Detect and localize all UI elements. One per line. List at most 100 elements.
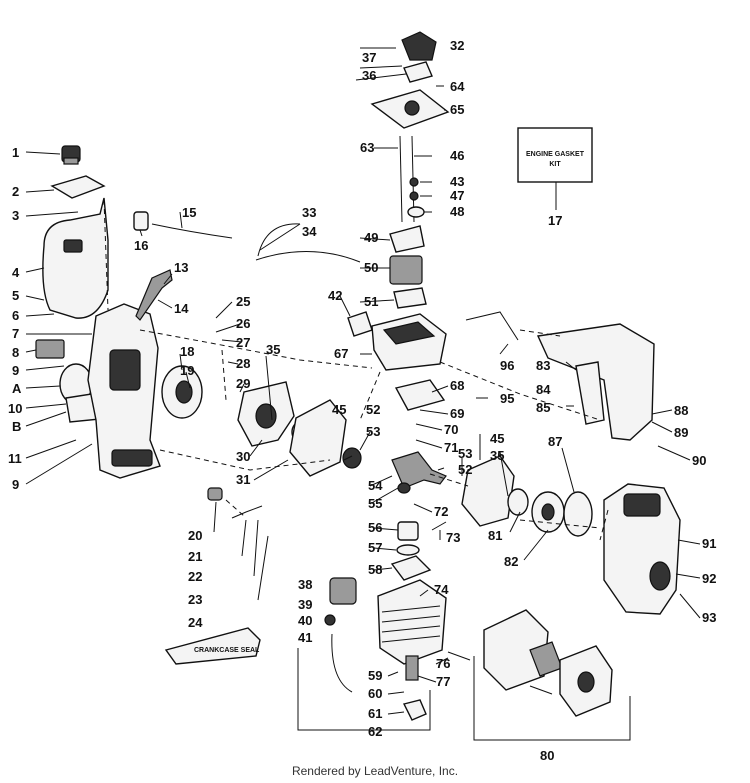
callout-45b: 45	[490, 431, 504, 446]
callout-14: 14	[174, 301, 189, 316]
housing-foot-part	[111, 449, 153, 467]
callout-60: 60	[368, 686, 382, 701]
callout-30: 30	[236, 449, 250, 464]
spark-plug-part	[405, 655, 419, 681]
callout-61: 61	[368, 706, 382, 721]
callout-31: 31	[236, 472, 250, 487]
throttle-cable-part	[255, 250, 361, 263]
callout-23: 23	[188, 592, 202, 607]
callout-1: 1	[12, 145, 19, 160]
callout-46: 46	[450, 148, 464, 163]
callout-51: 51	[364, 294, 378, 309]
carburetor-part	[389, 255, 423, 285]
callout-96: 96	[500, 358, 514, 373]
callout-17: 17	[548, 213, 562, 228]
coil-washer-part	[324, 614, 336, 626]
callout-48: 48	[450, 204, 464, 219]
callout-32: 32	[450, 38, 464, 53]
callout-35a: 35	[266, 342, 280, 357]
fuel-hose-part	[151, 223, 233, 239]
sealant-tube-label: CRANKCASE SEAL	[194, 647, 260, 654]
crankshaft-part	[391, 451, 447, 489]
gear-housing-window-part	[623, 493, 661, 517]
callout-42: 42	[328, 288, 342, 303]
cap-gasket-part	[403, 61, 433, 83]
callout-26: 26	[236, 316, 250, 331]
callout-70: 70	[444, 422, 458, 437]
cylinder-gasket-part	[390, 555, 432, 581]
callout-labels: 1 2 3 4 5 6 7 8 9 A 10 B 11 9 13 14 15 1…	[8, 38, 716, 763]
callout-56: 56	[368, 520, 382, 535]
callout-11: 11	[8, 451, 22, 466]
fuel-filter-part	[133, 211, 149, 231]
callout-53b: 53	[458, 446, 472, 461]
callout-9a: 9	[12, 363, 19, 378]
callout-91: 91	[702, 536, 716, 551]
spark-plug-boot-part	[402, 699, 427, 721]
callout-90: 90	[692, 453, 706, 468]
primer-cap-part	[401, 31, 437, 61]
carb-cover-hole-part	[404, 100, 420, 116]
callout-88: 88	[674, 403, 688, 418]
callout-58: 58	[368, 562, 382, 577]
callout-40: 40	[298, 613, 312, 628]
callout-a: A	[12, 381, 22, 396]
callout-47: 47	[450, 188, 464, 203]
callout-59: 59	[368, 668, 382, 683]
callout-4: 4	[12, 265, 20, 280]
gasket-kit-box	[517, 127, 593, 183]
gasket-kit-label-line1: ENGINE GASKET	[526, 151, 585, 158]
throttle-wire-part	[257, 223, 301, 257]
callout-81: 81	[488, 528, 502, 543]
callout-95: 95	[500, 391, 514, 406]
callout-7: 7	[12, 326, 19, 341]
callout-34: 34	[302, 224, 317, 239]
carb-plate-part	[389, 225, 425, 253]
callout-15: 15	[182, 205, 196, 220]
shroud-bracket-part	[575, 361, 605, 425]
callout-3: 3	[12, 208, 19, 223]
washer-43-part	[409, 177, 419, 187]
callout-54: 54	[368, 478, 383, 493]
bearing-left-part	[342, 447, 362, 469]
callout-18: 18	[180, 344, 194, 359]
callout-82: 82	[504, 554, 518, 569]
callout-28: 28	[236, 356, 250, 371]
callout-87: 87	[548, 434, 562, 449]
callout-19: 19	[180, 363, 194, 378]
callout-68: 68	[450, 378, 464, 393]
callout-b: B	[12, 419, 21, 434]
switch-knob-part	[207, 487, 223, 501]
callout-50: 50	[364, 260, 378, 275]
air-filter-cover-mark-part	[577, 671, 595, 693]
callout-24: 24	[188, 615, 203, 630]
callout-65: 65	[450, 102, 464, 117]
callout-76: 76	[436, 656, 450, 671]
t-key-part	[135, 269, 173, 321]
handle-shroud-part	[536, 323, 655, 441]
callout-64: 64	[450, 79, 465, 94]
callout-2: 2	[12, 184, 19, 199]
callout-36: 36	[362, 68, 376, 83]
callout-53a: 53	[366, 424, 380, 439]
callout-71: 71	[444, 440, 458, 455]
fuel-cap-part	[61, 145, 81, 165]
callout-9b: 9	[12, 477, 19, 492]
fuel-neck-part	[63, 239, 83, 253]
spark-plug-wire-part	[331, 633, 353, 693]
callout-25: 25	[236, 294, 250, 309]
switch-spring-part	[231, 505, 263, 519]
callout-10: 10	[8, 401, 22, 416]
piston-ring-part	[396, 544, 420, 556]
callout-38: 38	[298, 577, 312, 592]
crank-housing-left-part	[289, 399, 347, 477]
air-box-opening-part	[382, 321, 436, 345]
fuel-cap-gasket-part	[50, 175, 106, 199]
callout-35b: 35	[490, 448, 504, 463]
callout-41: 41	[298, 630, 312, 645]
diaphragm-48-part	[407, 206, 425, 218]
leader-lines	[25, 47, 701, 741]
callout-77: 77	[436, 674, 450, 689]
callout-72: 72	[434, 504, 448, 519]
washer-47-part	[409, 191, 419, 201]
